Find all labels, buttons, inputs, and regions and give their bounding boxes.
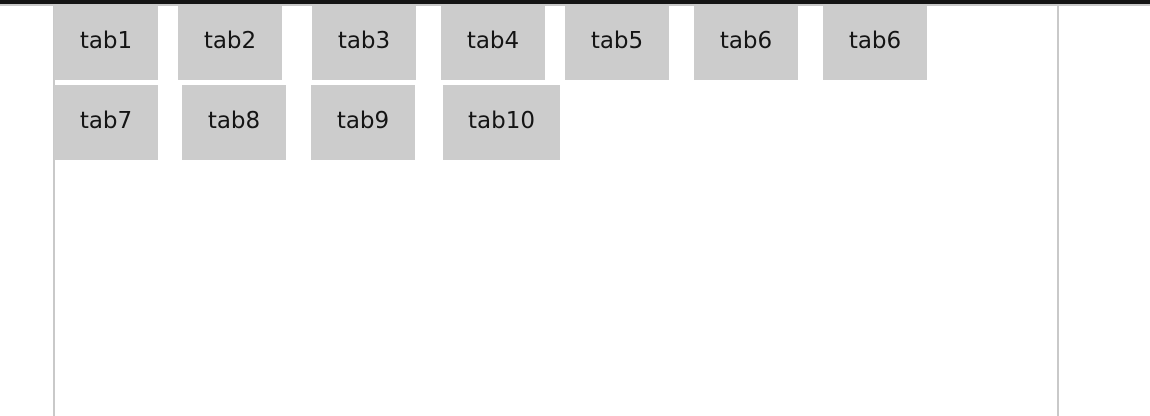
tab-tab5[interactable]: tab5 xyxy=(565,5,669,80)
tab-content-panel xyxy=(55,160,1057,416)
tabbed-pane-left-border xyxy=(53,6,55,416)
tabbed-pane-right-border xyxy=(1057,6,1059,416)
tab-tab10[interactable]: tab10 xyxy=(443,85,560,160)
window-title-bar xyxy=(0,0,1150,4)
tab-label: tab9 xyxy=(336,108,390,134)
tab-label: tab7 xyxy=(79,108,133,134)
tab-tab2[interactable]: tab2 xyxy=(178,5,282,80)
tab-tab6[interactable]: tab6 xyxy=(694,5,798,80)
window-title-bar-shadow xyxy=(0,4,1150,6)
tab-tab7[interactable]: tab7 xyxy=(54,85,158,160)
tab-label: tab5 xyxy=(590,28,644,54)
tab-tab9[interactable]: tab9 xyxy=(311,85,415,160)
tab-label: tab8 xyxy=(207,108,261,134)
tab-label: tab4 xyxy=(466,28,520,54)
tab-label: tab1 xyxy=(79,28,133,54)
tab-tab6[interactable]: tab6 xyxy=(823,5,927,80)
tab-label: tab6 xyxy=(719,28,773,54)
tab-tab8[interactable]: tab8 xyxy=(182,85,286,160)
tab-label: tab10 xyxy=(468,108,535,134)
tab-label: tab3 xyxy=(337,28,391,54)
tab-tab4[interactable]: tab4 xyxy=(441,5,545,80)
tab-label: tab6 xyxy=(848,28,902,54)
tab-tab1[interactable]: tab1 xyxy=(54,5,158,80)
tab-tab3[interactable]: tab3 xyxy=(312,5,416,80)
tab-label: tab2 xyxy=(203,28,257,54)
